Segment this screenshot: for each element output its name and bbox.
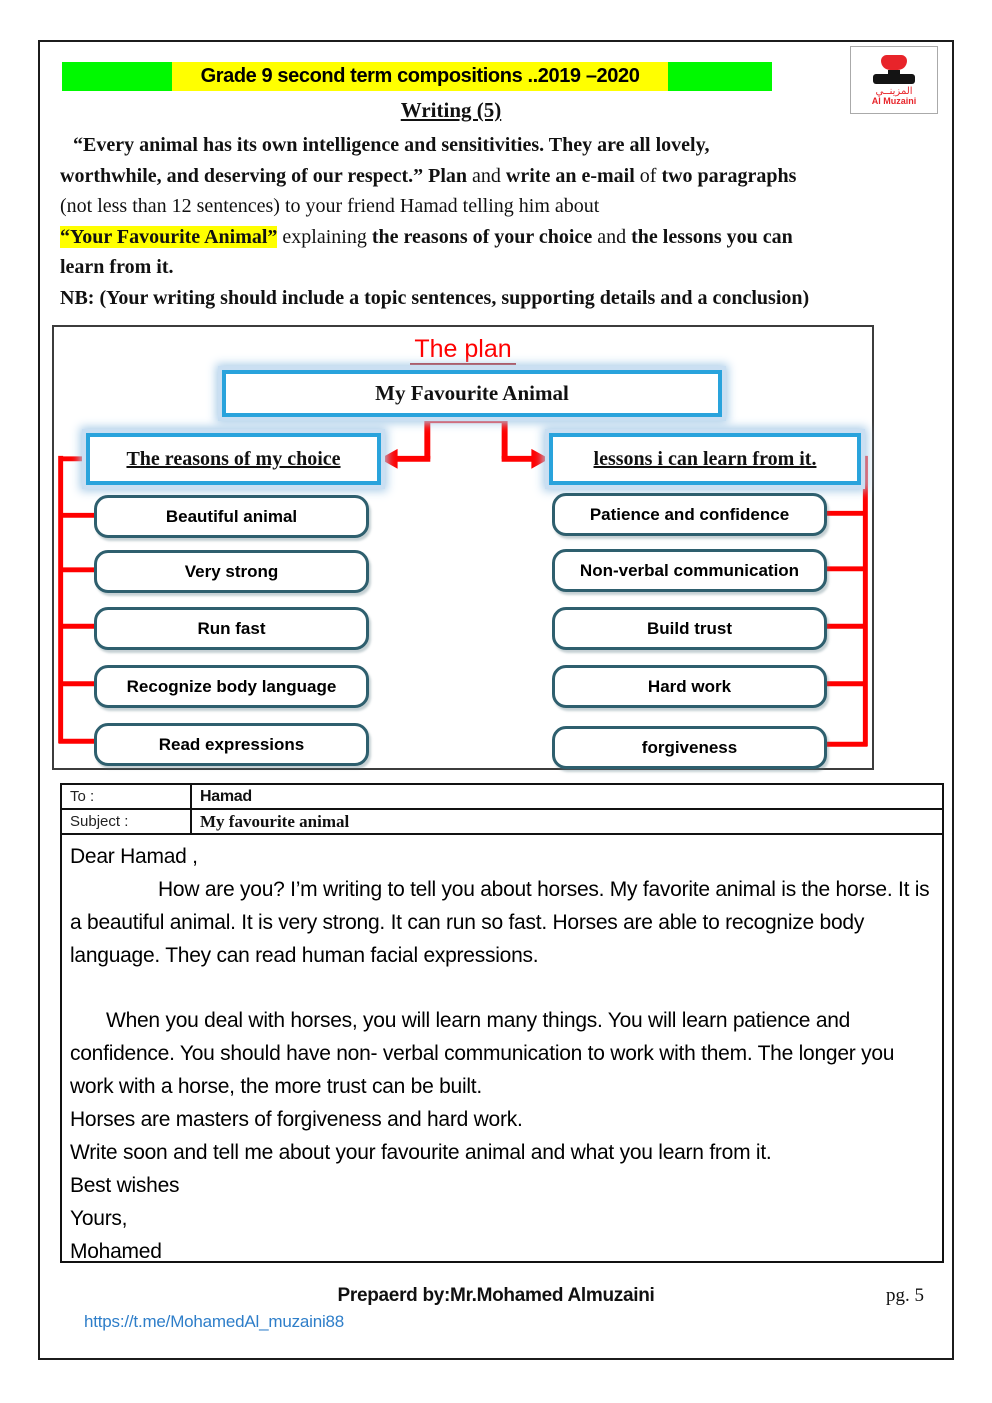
plan-item-box: Run fast [94, 607, 369, 650]
plan-item-box: forgiveness [552, 726, 827, 769]
plan-left-header-box: The reasons of my choice [86, 433, 381, 485]
email-paragraph: How are you? I’m writing to tell you abo… [70, 878, 930, 967]
section-heading: Writing (5) [40, 98, 862, 123]
plan-diagram: The plan My Favourite Animal The reasons… [52, 325, 874, 770]
subject-label: Subject : [60, 808, 192, 835]
to-label: To : [60, 783, 192, 810]
plan-root-box: My Favourite Animal [222, 370, 722, 417]
instruction-line: (not less than 12 sentences) to your fri… [60, 195, 600, 217]
email-paragraph: Write soon and tell me about your favour… [70, 1141, 772, 1164]
arrow-right-icon [531, 448, 550, 469]
stamp-icon-base [873, 73, 915, 84]
page-number: pg. 5 [886, 1285, 924, 1306]
plan-item-box: Patience and confidence [552, 493, 827, 536]
plan-item-box: Hard work [552, 665, 827, 708]
email-closing: Yours, [70, 1207, 128, 1230]
logo-name-text: Al Muzaini [871, 95, 917, 106]
plan-item-box: Build trust [552, 607, 827, 650]
email-salutation: Dear Hamad , [70, 845, 198, 868]
table-row: Subject : My favourite animal [60, 808, 944, 835]
page-border-frame: Grade 9 second term compositions ..2019 … [38, 40, 954, 1360]
to-value: Hamad [190, 783, 944, 810]
email-closing: Best wishes [70, 1174, 180, 1197]
instruction-line: learn from it. [60, 256, 174, 278]
almuzaini-logo: المزينــي Al Muzaini [850, 46, 938, 114]
instruction-line: “Your Favourite Animal” explaining the r… [60, 225, 793, 248]
plan-title: The plan [54, 335, 872, 365]
arrow-left-icon [379, 448, 398, 469]
telegram-link[interactable]: https://t.me/MohamedAl_muzaini88 [84, 1312, 345, 1331]
task-instructions: “Every animal has its own intelligence a… [60, 130, 946, 313]
plan-item-box: Recognize body language [94, 665, 369, 708]
document-title: Grade 9 second term compositions ..2019 … [200, 65, 640, 87]
plan-right-header-box: lessons i can learn from it. [549, 433, 861, 485]
writing-heading: Writing (5) [400, 98, 502, 122]
plan-item-box: Read expressions [94, 723, 369, 766]
header-banner-highlight: Grade 9 second term compositions ..2019 … [172, 62, 668, 91]
email-paragraph: Horses are masters of forgiveness and ha… [70, 1108, 523, 1131]
email-signature: Mohamed [70, 1240, 162, 1263]
table-row: To : Hamad [60, 783, 944, 810]
nb-note: NB: (Your writing should include a topic… [60, 286, 810, 309]
instruction-line: worthwhile, and deserving of our respect… [60, 164, 797, 187]
email-paragraph: When you deal with horses, you will lear… [70, 1009, 895, 1098]
instruction-line: “Every animal has its own intelligence a… [73, 134, 710, 156]
header-banner: Grade 9 second term compositions ..2019 … [62, 62, 772, 91]
plan-item-box: Beautiful animal [94, 495, 369, 538]
plan-item-box: Very strong [94, 550, 369, 593]
subject-value: My favourite animal [190, 808, 944, 835]
prepared-by-line: Prepaerd by:Mr.Mohamed Almuzaini [337, 1285, 655, 1306]
email-body: Dear Hamad , How are you? I’m writing to… [60, 832, 944, 1263]
topic-highlight: “Your Favourite Animal” [60, 225, 278, 248]
plan-item-box: Non-verbal communication [552, 549, 827, 592]
logo-arabic-text: المزينــي [875, 85, 913, 97]
stamp-icon-neck [888, 69, 900, 74]
stamp-icon [881, 54, 907, 70]
email-header-table: To : Hamad Subject : My favourite animal [60, 783, 944, 835]
